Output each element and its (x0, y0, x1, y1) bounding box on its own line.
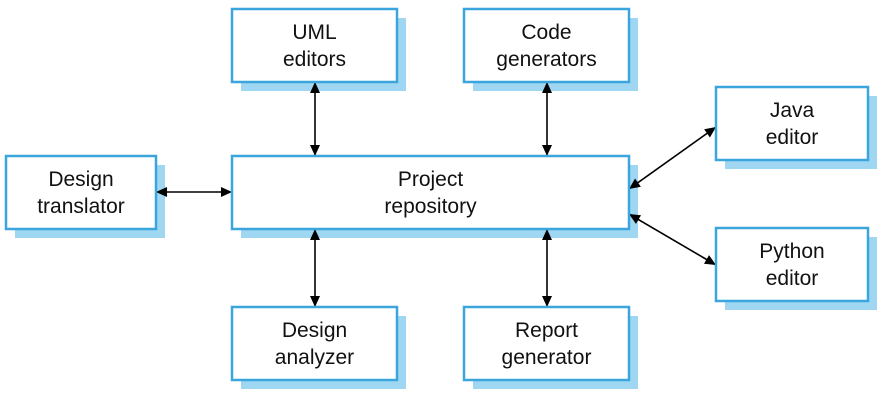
design-translator-box (4, 154, 158, 231)
design-analyzer-label-line-1: Design (282, 319, 347, 342)
connector-line (628, 213, 717, 266)
connector-uml-editors (310, 82, 320, 156)
connector-line (628, 126, 717, 190)
python-editor-label-line-1: Python (759, 240, 824, 263)
node-java-editor: Java editor (714, 85, 870, 162)
arrowhead-icon (310, 82, 320, 93)
project-repository-label-line-2: repository (384, 195, 477, 218)
connector-design-translator (156, 187, 232, 197)
code-generators-label-line-1: Code (521, 21, 571, 44)
node-design-translator: Design translator (4, 154, 158, 231)
arrowhead-icon (703, 255, 716, 265)
arrowhead-icon (310, 145, 320, 156)
code-generators-box (462, 7, 631, 84)
arrowhead-icon (542, 229, 552, 240)
code-generators-label-line-2: generators (496, 48, 596, 71)
java-editor-label-line-1: Java (770, 99, 815, 122)
arrowhead-icon (221, 187, 232, 197)
connector-design-analyzer (310, 229, 320, 307)
arrowhead-icon (542, 145, 552, 156)
report-generator-box (462, 305, 631, 382)
arrowhead-icon (542, 296, 552, 307)
report-generator-label-line-2: generator (502, 346, 592, 369)
project-repository-box (230, 154, 631, 231)
connector-java-editor (628, 126, 717, 190)
report-generator-label-line-1: Report (515, 319, 578, 342)
arrowhead-icon (542, 82, 552, 93)
node-python-editor: Python editor (714, 226, 870, 303)
arrowhead-icon (310, 229, 320, 240)
java-editor-label-line-2: editor (766, 126, 819, 149)
python-editor-label-line-2: editor (766, 267, 819, 290)
arrowhead-icon (156, 187, 167, 197)
node-code-generators: Code generators (462, 7, 631, 84)
uml-editors-label-line-1: UML (292, 21, 336, 44)
design-analyzer-label-line-2: analyzer (275, 346, 354, 369)
connector-python-editor (628, 213, 717, 266)
design-translator-label-line-2: translator (37, 195, 125, 218)
connector-code-generators (542, 82, 552, 156)
node-report-generator: Report generator (462, 305, 631, 382)
design-analyzer-box (230, 305, 399, 382)
python-editor-box (714, 226, 870, 303)
node-uml-editors: UML editors (230, 7, 399, 84)
node-design-analyzer: Design analyzer (230, 305, 399, 382)
connector-report-generator (542, 229, 552, 307)
project-repository-label-line-1: Project (398, 168, 464, 191)
uml-editors-label-line-2: editors (283, 48, 346, 71)
arrowhead-icon (704, 127, 716, 138)
design-translator-label-line-1: Design (48, 168, 113, 191)
arrowhead-icon (310, 296, 320, 307)
node-project-repository: Project repository (230, 154, 631, 231)
java-editor-box (714, 85, 870, 162)
arrowhead-icon (629, 178, 641, 189)
arrowhead-icon (629, 214, 642, 224)
uml-editors-box (230, 7, 399, 84)
